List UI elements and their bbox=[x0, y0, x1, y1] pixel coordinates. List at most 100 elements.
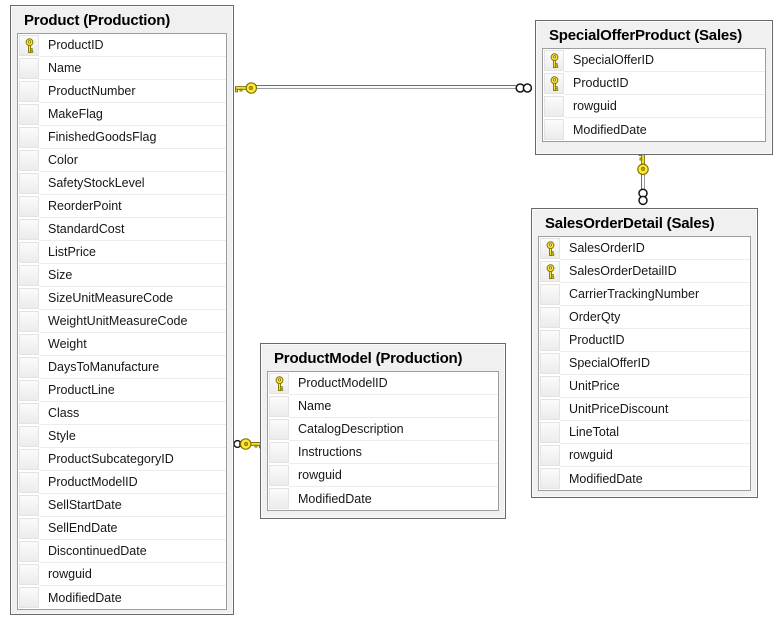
row-header-cell bbox=[269, 442, 289, 463]
row-header-cell bbox=[269, 396, 289, 417]
table-row[interactable]: UnitPrice bbox=[539, 375, 750, 398]
row-header-cell bbox=[19, 219, 39, 240]
row-header-cell bbox=[540, 399, 560, 420]
column-name: CatalogDescription bbox=[289, 418, 498, 441]
column-name: UnitPrice bbox=[560, 375, 750, 398]
column-name: ProductID bbox=[564, 72, 765, 95]
row-header-cell bbox=[19, 518, 39, 539]
table-row[interactable]: Name bbox=[268, 395, 498, 418]
row-header-cell bbox=[19, 173, 39, 194]
column-name: ProductID bbox=[39, 34, 226, 57]
table-row[interactable]: ProductID bbox=[18, 34, 226, 57]
column-name: ProductID bbox=[560, 329, 750, 352]
table-row[interactable]: OrderQty bbox=[539, 306, 750, 329]
row-header-cell bbox=[544, 119, 564, 140]
table-row[interactable]: rowguid bbox=[18, 563, 226, 586]
table-row[interactable]: LineTotal bbox=[539, 421, 750, 444]
infinity-endpoint-icon bbox=[637, 187, 649, 207]
table-row[interactable]: SalesOrderDetailID bbox=[539, 260, 750, 283]
table-row[interactable]: Color bbox=[18, 149, 226, 172]
table-row[interactable]: ProductNumber bbox=[18, 80, 226, 103]
table-row[interactable]: FinishedGoodsFlag bbox=[18, 126, 226, 149]
row-header-cell bbox=[19, 242, 39, 263]
table-row[interactable]: ProductLine bbox=[18, 379, 226, 402]
table-row[interactable]: ProductID bbox=[539, 329, 750, 352]
table-row[interactable]: ProductModelID bbox=[268, 372, 498, 395]
row-header-cell bbox=[540, 330, 560, 351]
row-header-cell bbox=[19, 403, 39, 424]
table-row[interactable]: ReorderPoint bbox=[18, 195, 226, 218]
table-row[interactable]: SellEndDate bbox=[18, 517, 226, 540]
column-name: SpecialOfferID bbox=[564, 49, 765, 72]
relationship-line[interactable] bbox=[641, 171, 645, 193]
table-row[interactable]: Class bbox=[18, 402, 226, 425]
row-header-cell bbox=[540, 376, 560, 397]
table-row[interactable]: Size bbox=[18, 264, 226, 287]
infinity-endpoint-icon bbox=[514, 82, 534, 94]
column-name: ModifiedDate bbox=[298, 491, 372, 506]
column-name: Name bbox=[39, 57, 226, 80]
row-header-cell bbox=[540, 468, 560, 489]
table-title[interactable]: SpecialOfferProduct (Sales) bbox=[549, 27, 742, 44]
table-title[interactable]: SalesOrderDetail (Sales) bbox=[545, 215, 715, 232]
row-header-cell bbox=[540, 422, 560, 443]
primary-key-icon bbox=[544, 73, 564, 94]
table-row[interactable]: rowguid bbox=[268, 464, 498, 487]
column-name: SizeUnitMeasureCode bbox=[39, 287, 226, 310]
table-row[interactable]: WeightUnitMeasureCode bbox=[18, 310, 226, 333]
table-specialofferproduct[interactable]: SpecialOfferProduct (Sales) SpecialOffer… bbox=[535, 20, 773, 155]
table-row[interactable]: UnitPriceDiscount bbox=[539, 398, 750, 421]
table-row[interactable]: ProductID bbox=[543, 72, 765, 95]
table-row[interactable]: rowguid bbox=[539, 444, 750, 467]
column-name: ProductLine bbox=[39, 379, 226, 402]
column-name: DaysToManufacture bbox=[39, 356, 226, 379]
column-name: StandardCost bbox=[39, 218, 226, 241]
row-header-cell bbox=[19, 357, 39, 378]
row-header-cell bbox=[19, 104, 39, 125]
row-header-cell bbox=[19, 426, 39, 447]
table-row[interactable]: ProductModelID bbox=[18, 471, 226, 494]
column-name: Weight bbox=[39, 333, 226, 356]
column-name: MakeFlag bbox=[39, 103, 226, 126]
table-row[interactable]: DiscontinuedDate bbox=[18, 540, 226, 563]
table-row[interactable]: ModifiedDate bbox=[18, 586, 226, 609]
table-row[interactable]: SpecialOfferID bbox=[543, 49, 765, 72]
table-row[interactable]: StandardCost bbox=[18, 218, 226, 241]
table-row[interactable]: SafetyStockLevel bbox=[18, 172, 226, 195]
relationship-line[interactable] bbox=[250, 85, 516, 89]
table-row[interactable]: CarrierTrackingNumber bbox=[539, 283, 750, 306]
table-row[interactable]: SellStartDate bbox=[18, 494, 226, 517]
column-name: DiscontinuedDate bbox=[39, 540, 226, 563]
table-row[interactable]: SizeUnitMeasureCode bbox=[18, 287, 226, 310]
table-row[interactable]: MakeFlag bbox=[18, 103, 226, 126]
column-name: SellStartDate bbox=[39, 494, 226, 517]
column-name: ModifiedDate bbox=[573, 122, 647, 137]
table-row[interactable]: ModifiedDate bbox=[268, 487, 498, 510]
table-row[interactable]: ListPrice bbox=[18, 241, 226, 264]
table-row[interactable]: rowguid bbox=[543, 95, 765, 118]
row-header-cell bbox=[19, 334, 39, 355]
column-name: Name bbox=[289, 395, 498, 418]
table-row[interactable]: Weight bbox=[18, 333, 226, 356]
table-row[interactable]: ModifiedDate bbox=[543, 118, 765, 141]
table-title[interactable]: ProductModel (Production) bbox=[274, 350, 463, 367]
table-row[interactable]: Name bbox=[18, 57, 226, 80]
table-row[interactable]: CatalogDescription bbox=[268, 418, 498, 441]
table-row[interactable]: ModifiedDate bbox=[539, 467, 750, 490]
key-endpoint-icon bbox=[234, 81, 258, 95]
table-row[interactable]: Style bbox=[18, 425, 226, 448]
column-name: ProductSubcategoryID bbox=[39, 448, 226, 471]
table-title[interactable]: Product (Production) bbox=[24, 12, 170, 29]
row-header-cell bbox=[269, 488, 289, 509]
row-header-cell bbox=[19, 495, 39, 516]
table-row[interactable]: SpecialOfferID bbox=[539, 352, 750, 375]
table-row[interactable]: Instructions bbox=[268, 441, 498, 464]
table-row[interactable]: ProductSubcategoryID bbox=[18, 448, 226, 471]
table-productmodel[interactable]: ProductModel (Production) ProductModelID… bbox=[260, 343, 506, 519]
table-row[interactable]: DaysToManufacture bbox=[18, 356, 226, 379]
table-row[interactable]: SalesOrderID bbox=[539, 237, 750, 260]
